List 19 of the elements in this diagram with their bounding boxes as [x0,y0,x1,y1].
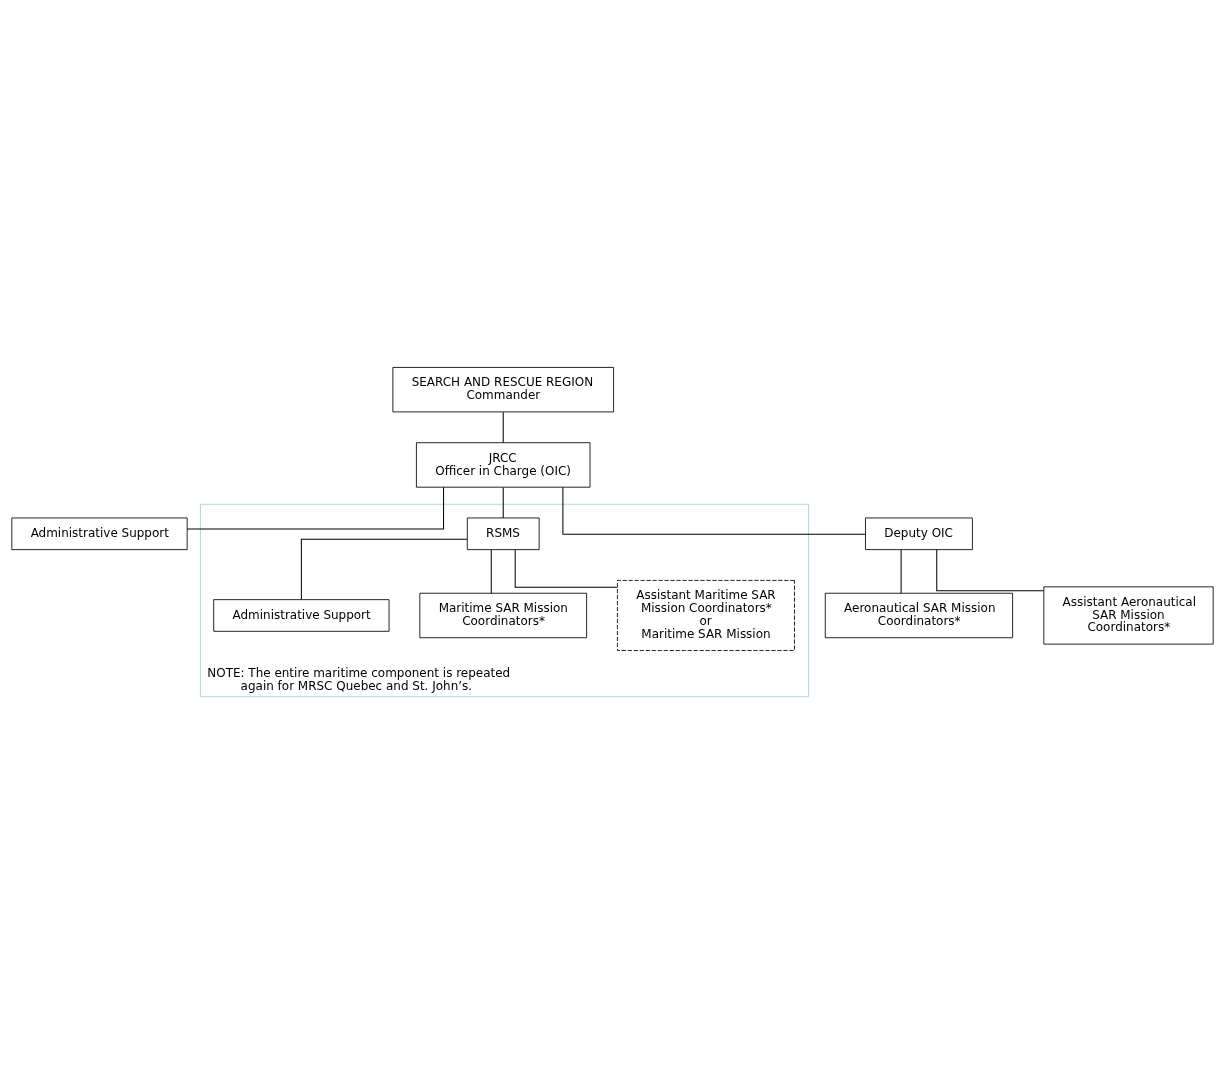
node-box: Assistant Maritime SAR Mission Coordinators* or Maritime SAR Mission [617,580,795,651]
connector [514,549,618,588]
node-box: Aeronautical SAR Mission Coordinators* [824,592,1014,639]
connector [562,486,866,535]
node-box: Maritime SAR Mission Coordinators* [419,592,588,639]
connector [936,549,1045,592]
node-box: Administrative Support [11,517,188,551]
node-box: RSMS [466,517,540,551]
node-box: Deputy OIC [865,517,973,551]
connector [300,538,468,600]
node-box: Administrative Support [213,599,390,632]
node-box: JRCC Officer in Charge (OIC) [416,442,591,488]
node-box: Assistant Aeronautical SAR Mission Coordinators* [1043,586,1214,645]
connector [502,411,504,444]
node-box: SEARCH AND RESCUE REGION Commander [392,367,614,413]
connector [490,549,492,594]
connector [900,549,902,594]
connector [502,486,504,519]
connector [186,486,445,530]
